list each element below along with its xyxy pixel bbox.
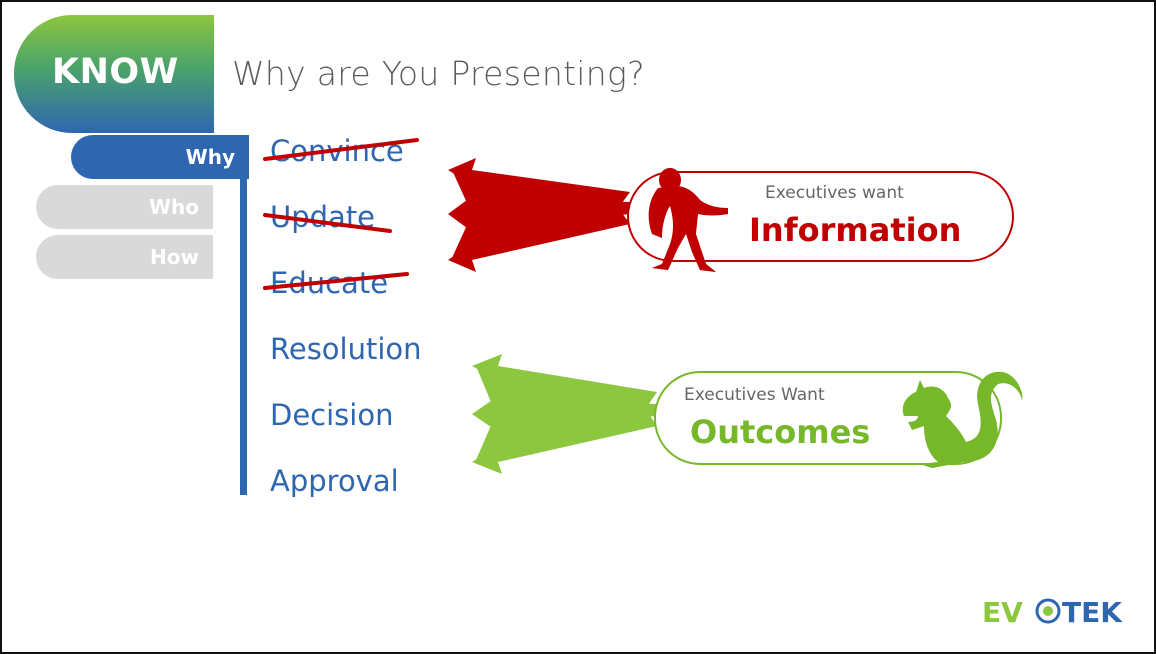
red-arrows xyxy=(448,158,630,272)
know-badge-label: KNOW xyxy=(52,52,179,92)
list-item-decision: Decision xyxy=(270,398,394,432)
list-item-convince: Convince xyxy=(270,134,404,168)
information-callout-headline: Information xyxy=(749,211,962,249)
list-item-educate: Educate xyxy=(270,266,389,300)
know-badge xyxy=(14,15,214,133)
evotek-logo: EV TEK xyxy=(982,596,1123,629)
green-arrows xyxy=(472,354,657,474)
list-item-resolution: Resolution xyxy=(270,332,422,366)
outcomes-callout-headline: Outcomes xyxy=(690,413,871,451)
outcomes-callout-subtitle: Executives Want xyxy=(684,385,825,405)
svg-text:EV: EV xyxy=(982,596,1023,629)
svg-text:TEK: TEK xyxy=(1062,596,1123,629)
slide-title: Why are You Presenting? xyxy=(232,54,645,93)
information-callout: Executives want Information xyxy=(627,171,1014,262)
list-item-approval: Approval xyxy=(270,464,399,498)
tab-why[interactable]: Why xyxy=(71,135,249,179)
outcomes-callout: Executives Want Outcomes xyxy=(654,371,1002,465)
information-callout-subtitle: Executives want xyxy=(765,183,904,203)
tab-how[interactable]: How xyxy=(36,235,213,279)
list-item-update: Update xyxy=(270,200,376,234)
tab-who[interactable]: Who xyxy=(36,185,213,229)
section-divider-bar xyxy=(240,135,247,495)
